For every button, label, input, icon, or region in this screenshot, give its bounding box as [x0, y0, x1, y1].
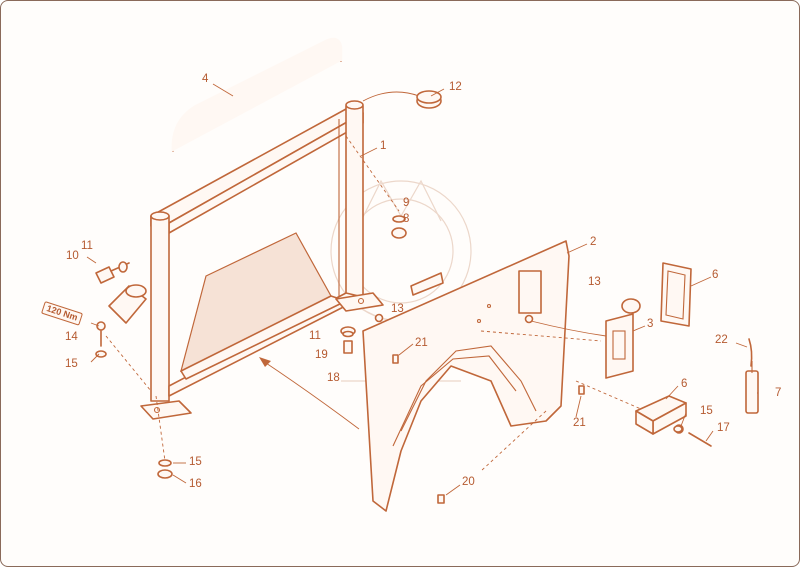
alignment-lines [105, 135, 642, 472]
part-label-15a: 15 [65, 358, 78, 370]
assembly-arrow [259, 357, 360, 430]
part-label-17: 17 [717, 422, 730, 434]
part-4-handle-bar [171, 37, 343, 152]
part-1-frame [140, 100, 384, 420]
part-13-nut [374, 313, 534, 324]
part-label-12: 12 [449, 81, 462, 93]
part-label-13b: 13 [588, 276, 601, 288]
part-label-8: 8 [403, 213, 410, 225]
part-label-19: 19 [315, 349, 328, 361]
part-14-bolt [96, 321, 106, 347]
part-label-6: 6 [681, 378, 688, 390]
part-16-nut [157, 469, 173, 479]
part-label-16: 16 [189, 478, 202, 490]
part-label-15b: 15 [189, 456, 202, 468]
torque-wrench [108, 284, 147, 324]
part-3-latch-plate [530, 298, 641, 379]
part-label-10: 10 [66, 250, 79, 262]
part-7-pin [745, 361, 759, 414]
part-22-lever [748, 338, 753, 367]
part-label-3: 3 [647, 318, 654, 330]
part-20-screw [437, 494, 445, 504]
part-label-2: 2 [590, 236, 597, 248]
part-label-21b: 21 [573, 417, 586, 429]
part-label-18: 18 [327, 372, 340, 384]
part-5-gasket [660, 262, 692, 327]
part-18-bolt [343, 340, 353, 354]
leader-lines [86, 83, 758, 496]
part-21-screw [392, 354, 585, 395]
part-label-13a: 13 [391, 303, 404, 315]
part-label-9: 9 [403, 197, 410, 209]
part-9-washer [392, 215, 406, 223]
part-label-14: 14 [65, 331, 78, 343]
part-2-side-panel [362, 240, 570, 512]
part-8-nut [391, 227, 407, 239]
part-label-11b: 11 [309, 330, 321, 342]
part-label-20: 20 [462, 476, 475, 488]
part-label-1: 1 [380, 140, 387, 152]
part-label-22: 22 [715, 334, 728, 346]
part-19-washer [342, 330, 354, 338]
part-15-washer [95, 350, 683, 467]
part-label-15c: 15 [700, 405, 713, 417]
part-6-clamp-block [635, 395, 687, 435]
part-label-21a: 21 [415, 337, 428, 349]
part-label-11a: 11 [81, 240, 93, 252]
part-12-cap [362, 90, 442, 109]
part-label-4: 4 [202, 73, 209, 85]
part-label-7: 7 [775, 387, 782, 399]
part-label-5: 6 [712, 269, 719, 281]
